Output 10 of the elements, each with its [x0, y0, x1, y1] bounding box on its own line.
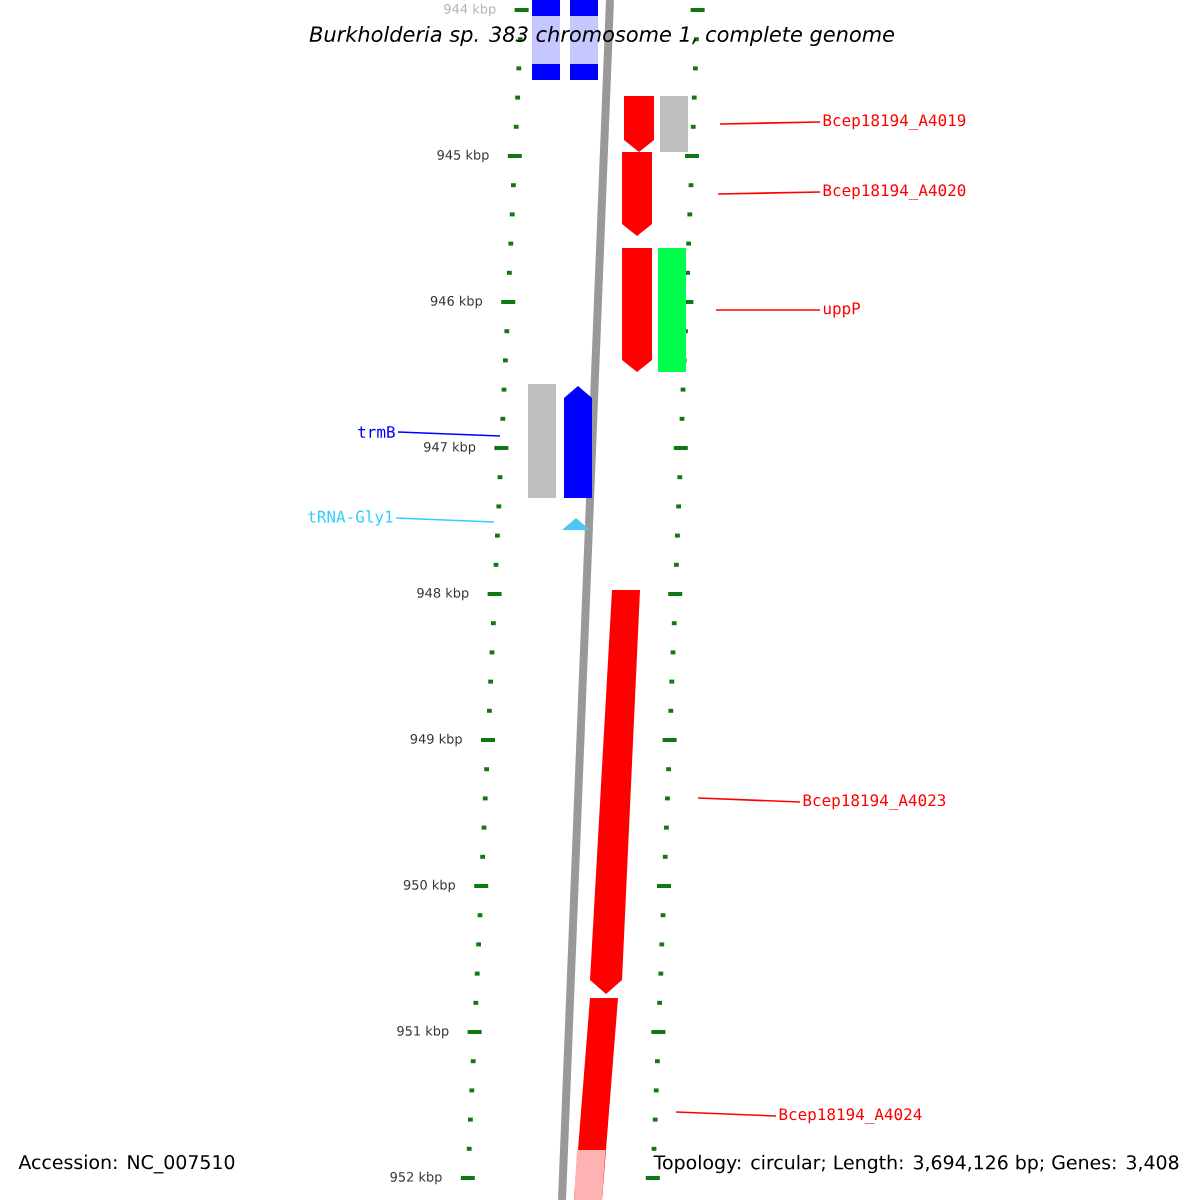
leader-line	[397, 431, 501, 437]
leader-line	[717, 191, 821, 195]
accession-text: Accession: NC_007510	[18, 1154, 235, 1174]
title: Burkholderia sp. 383 chromosome 1, complete genome	[309, 25, 895, 47]
leader-line	[697, 797, 801, 803]
leader-line	[675, 1111, 777, 1117]
leader-line	[719, 121, 821, 125]
genome-info-text: Topology: circular; Length: 3,694,126 bp; Genes: 3,408	[653, 1154, 1179, 1174]
leader-line	[715, 309, 821, 311]
leader-line	[395, 517, 495, 523]
